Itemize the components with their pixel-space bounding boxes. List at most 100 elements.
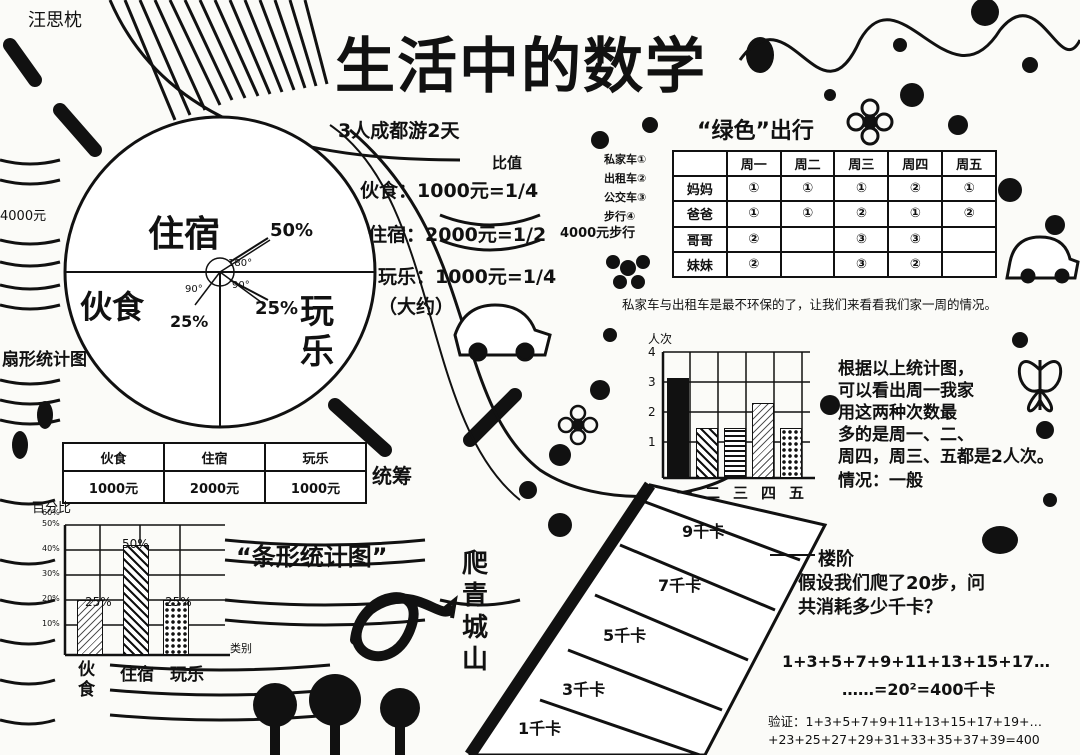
table-cell: ① (725, 200, 782, 228)
table-cell: ③ (833, 250, 890, 279)
author-name: 汪思枕 (28, 10, 82, 31)
flower-icon-2 (606, 255, 650, 289)
table-cell: ② (833, 200, 890, 228)
question-line: 共消耗多少千卡？ (798, 597, 942, 618)
x-tick: 三 (733, 484, 749, 502)
pie-chart-drawing (63, 115, 377, 429)
budget-fun: 玩乐：1000元=1/4 (378, 266, 557, 288)
formula-line: 1+3+5+7+9+11+13+15+17… (782, 652, 1050, 671)
climb-verify: 验证：1+3+5+7+9+11+13+15+17+19+… +23+25+27+… (768, 713, 1078, 749)
stairs-label: 楼阶 (818, 549, 854, 570)
conclusion-line: 情况：一般 (838, 471, 923, 491)
car-icon (453, 303, 552, 362)
pie-pct-food: 25% (170, 312, 209, 331)
budget-food: 伙食：1000元=1/4 (360, 180, 539, 202)
question-line: 假设我们爬了20步，问 (798, 573, 986, 594)
money-header-food: 伙食 (62, 442, 165, 472)
row-name-dad: 爸爸 (672, 200, 728, 228)
bar-chart-bars (663, 352, 813, 478)
green-legend: 私家车① 出租车② 公交车③ 步行④ (604, 150, 672, 226)
x-tick: 二 (705, 484, 721, 502)
bar-label: 25% (165, 595, 192, 609)
table-cell: ① (779, 175, 836, 203)
step-label: 7千卡 (658, 576, 702, 595)
pct-chart-xlabel: 类别 (230, 642, 252, 655)
conclusion-line: 根据以上统计图， (838, 359, 974, 379)
bar-label: 25% (85, 595, 112, 609)
y-tick: 50% (42, 519, 60, 528)
table-cell: ② (725, 225, 782, 253)
road-dashes (3, 38, 522, 457)
table-cell: ② (941, 200, 997, 228)
pct-chart-ylabel: 百分比 (32, 501, 72, 516)
conclusion-line: 可以看出周一我家 (838, 381, 974, 401)
table-cell (941, 225, 997, 253)
green-note: 私家车与出租车是最不环保的了，让我们来看看我们家一周的情况。 (622, 297, 998, 312)
conclusion-line: 多的是周一、二、 (838, 425, 974, 445)
bar (752, 403, 774, 478)
pie-label-fun: 玩乐 (300, 292, 334, 372)
pie-angle-lodging: 180° (228, 258, 253, 269)
money-table: 伙食 住宿 玩乐 1000元 2000元 1000元 (62, 442, 367, 504)
pie-angle-food: 90° (185, 284, 203, 295)
bar (77, 600, 103, 655)
day-mon: 周一 (725, 149, 782, 178)
step-label: 9千卡 (682, 522, 726, 541)
pie-caption: 扇形统计图 (2, 350, 87, 370)
bar (667, 378, 689, 478)
verify-line: +23+25+27+29+31+33+35+37+39=400 (768, 732, 1040, 747)
table-cell: ① (833, 175, 890, 203)
butterfly-icon (1017, 360, 1063, 413)
car-icon-2 (1005, 235, 1080, 284)
step-label: 1千卡 (518, 719, 562, 738)
bar-label: 50% (122, 537, 149, 551)
bar (724, 428, 746, 478)
bar (780, 428, 802, 478)
table-cell (779, 250, 836, 279)
table-cell (941, 250, 997, 279)
y-tick: 4 (648, 345, 656, 359)
page-title: 生活中的数学 (335, 32, 707, 102)
x-tick: 五 (789, 484, 805, 502)
step-label: 3千卡 (562, 680, 606, 699)
conclusion-text: 根据以上统计图， 可以看出周一我家 用这两种次数最 多的是周一、二、 周四，周三… (838, 358, 1054, 494)
table-cell (779, 225, 836, 253)
bar (123, 545, 149, 655)
budget-heading: 3人成都游2天 (338, 120, 460, 142)
pie-label-food: 伙食 (80, 288, 145, 326)
y-tick: 1 (648, 435, 656, 449)
bar (696, 428, 718, 478)
money-value-food: 1000元 (62, 470, 165, 504)
y-tick: 3 (648, 375, 656, 389)
budget-total: 4000元步行 (560, 226, 636, 241)
left-stripes (0, 158, 61, 726)
verify-line: 验证：1+3+5+7+9+11+13+15+17+19+… (768, 714, 1043, 729)
pie-center-label: 比值 (492, 154, 523, 172)
climb-formula: 1+3+5+7+9+11+13+15+17… ……=20²=400千卡 (782, 648, 1050, 704)
pct-chart-bars (65, 525, 230, 655)
staircase-drawing (465, 481, 828, 755)
legend-walk: 步行④ (604, 210, 636, 223)
table-cell: ① (779, 200, 836, 228)
row-name-brother: 哥哥 (672, 225, 728, 253)
y-tick: 60% (42, 508, 60, 517)
x-tick: 伙食 (78, 660, 95, 700)
flower-icon (846, 98, 894, 146)
table-cell: ① (725, 175, 782, 203)
legend-private-car: 私家车① (604, 153, 647, 166)
table-cell: ③ (833, 225, 890, 253)
money-header-fun: 玩乐 (264, 442, 367, 472)
budget-approx: （大约） (378, 296, 455, 318)
x-tick: 一 (677, 484, 693, 502)
footprint-icon (12, 401, 53, 459)
y-tick: 20% (42, 594, 60, 603)
table-cell: ① (941, 175, 997, 203)
y-tick: 2 (648, 405, 656, 419)
pie-pct-lodging: 50% (270, 220, 314, 241)
x-tick: 四 (761, 484, 777, 502)
pie-label-lodging: 住宿 (148, 214, 221, 255)
day-fri: 周五 (941, 149, 997, 178)
step-label: 5千卡 (603, 626, 647, 645)
conclusion-line: 用这两种次数最 (838, 403, 957, 423)
